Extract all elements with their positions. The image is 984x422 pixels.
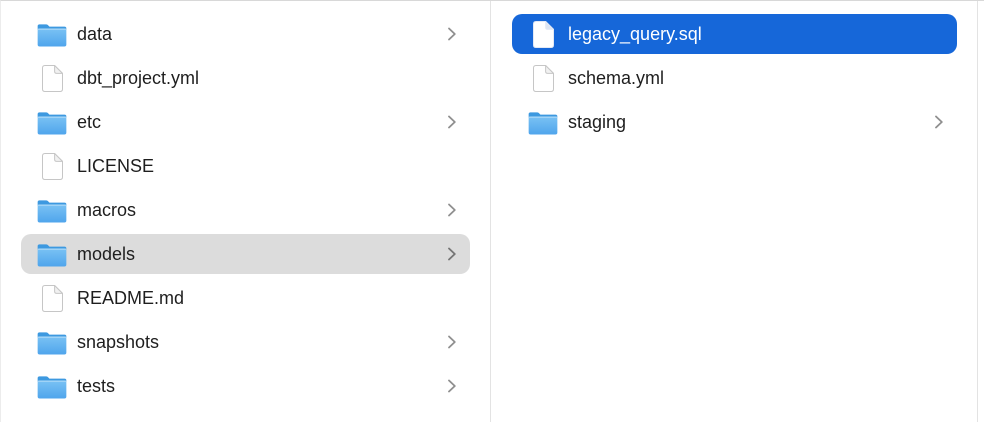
file-icon: [37, 284, 67, 312]
finder-column-preview-empty: [979, 1, 984, 422]
chevron-right-icon: [447, 202, 457, 218]
finder-item-tests[interactable]: tests: [1, 364, 490, 408]
folder-icon: [37, 198, 67, 223]
chevron-right-icon: [934, 114, 944, 130]
finder-item-etc[interactable]: etc: [1, 100, 490, 144]
file-icon: [37, 152, 67, 180]
chevron-right-icon: [447, 26, 457, 42]
finder-item-data[interactable]: data: [1, 12, 490, 56]
item-label: macros: [77, 199, 137, 220]
finder-item-models[interactable]: models: [1, 232, 490, 276]
selection-pill: schema.yml: [512, 58, 957, 98]
finder-item-schema-yml[interactable]: schema.yml: [492, 56, 977, 100]
finder-item-staging[interactable]: staging: [492, 100, 977, 144]
folder-icon: [528, 110, 558, 135]
folder-icon: [37, 242, 67, 267]
finder-item-readme-md[interactable]: README.md: [1, 276, 490, 320]
selection-pill: staging: [512, 102, 957, 142]
chevron-right-icon: [447, 334, 457, 350]
file-icon: [528, 20, 558, 48]
file-icon: [528, 64, 558, 92]
chevron-right-icon: [447, 246, 457, 262]
selection-pill: macros: [21, 190, 470, 230]
selection-pill: data: [21, 14, 470, 54]
finder-item-license[interactable]: LICENSE: [1, 144, 490, 188]
item-label: dbt_project.yml: [77, 67, 200, 88]
folder-icon: [37, 330, 67, 355]
selection-pill: legacy_query.sql: [512, 14, 957, 54]
file-list: data dbt_project.yml: [1, 1, 490, 408]
file-icon: [37, 64, 67, 92]
selection-pill: etc: [21, 102, 470, 142]
selection-pill: tests: [21, 366, 470, 406]
chevron-right-icon: [447, 378, 457, 394]
item-label: staging: [568, 111, 627, 132]
finder-item-dbt-project-yml[interactable]: dbt_project.yml: [1, 56, 490, 100]
item-label: schema.yml: [568, 67, 665, 88]
item-label: tests: [77, 375, 116, 396]
finder-item-snapshots[interactable]: snapshots: [1, 320, 490, 364]
folder-icon: [37, 22, 67, 47]
item-label: legacy_query.sql: [568, 23, 702, 44]
item-label: etc: [77, 111, 102, 132]
item-label: README.md: [77, 287, 185, 308]
chevron-right-icon: [447, 114, 457, 130]
selection-pill: models: [21, 234, 470, 274]
item-label: LICENSE: [77, 155, 155, 176]
finder-column-parent: data dbt_project.yml: [1, 1, 491, 422]
finder-item-macros[interactable]: macros: [1, 188, 490, 232]
folder-icon: [37, 110, 67, 135]
folder-icon: [37, 374, 67, 399]
finder-item-legacy-query-sql[interactable]: legacy_query.sql: [492, 12, 977, 56]
file-list: legacy_query.sql schema.yml: [492, 1, 977, 144]
item-label: models: [77, 243, 136, 264]
item-label: data: [77, 23, 113, 44]
selection-pill: LICENSE: [21, 146, 470, 186]
finder-column-current: legacy_query.sql schema.yml: [492, 1, 978, 422]
item-label: snapshots: [77, 331, 160, 352]
selection-pill: snapshots: [21, 322, 470, 362]
selection-pill: README.md: [21, 278, 470, 318]
selection-pill: dbt_project.yml: [21, 58, 470, 98]
